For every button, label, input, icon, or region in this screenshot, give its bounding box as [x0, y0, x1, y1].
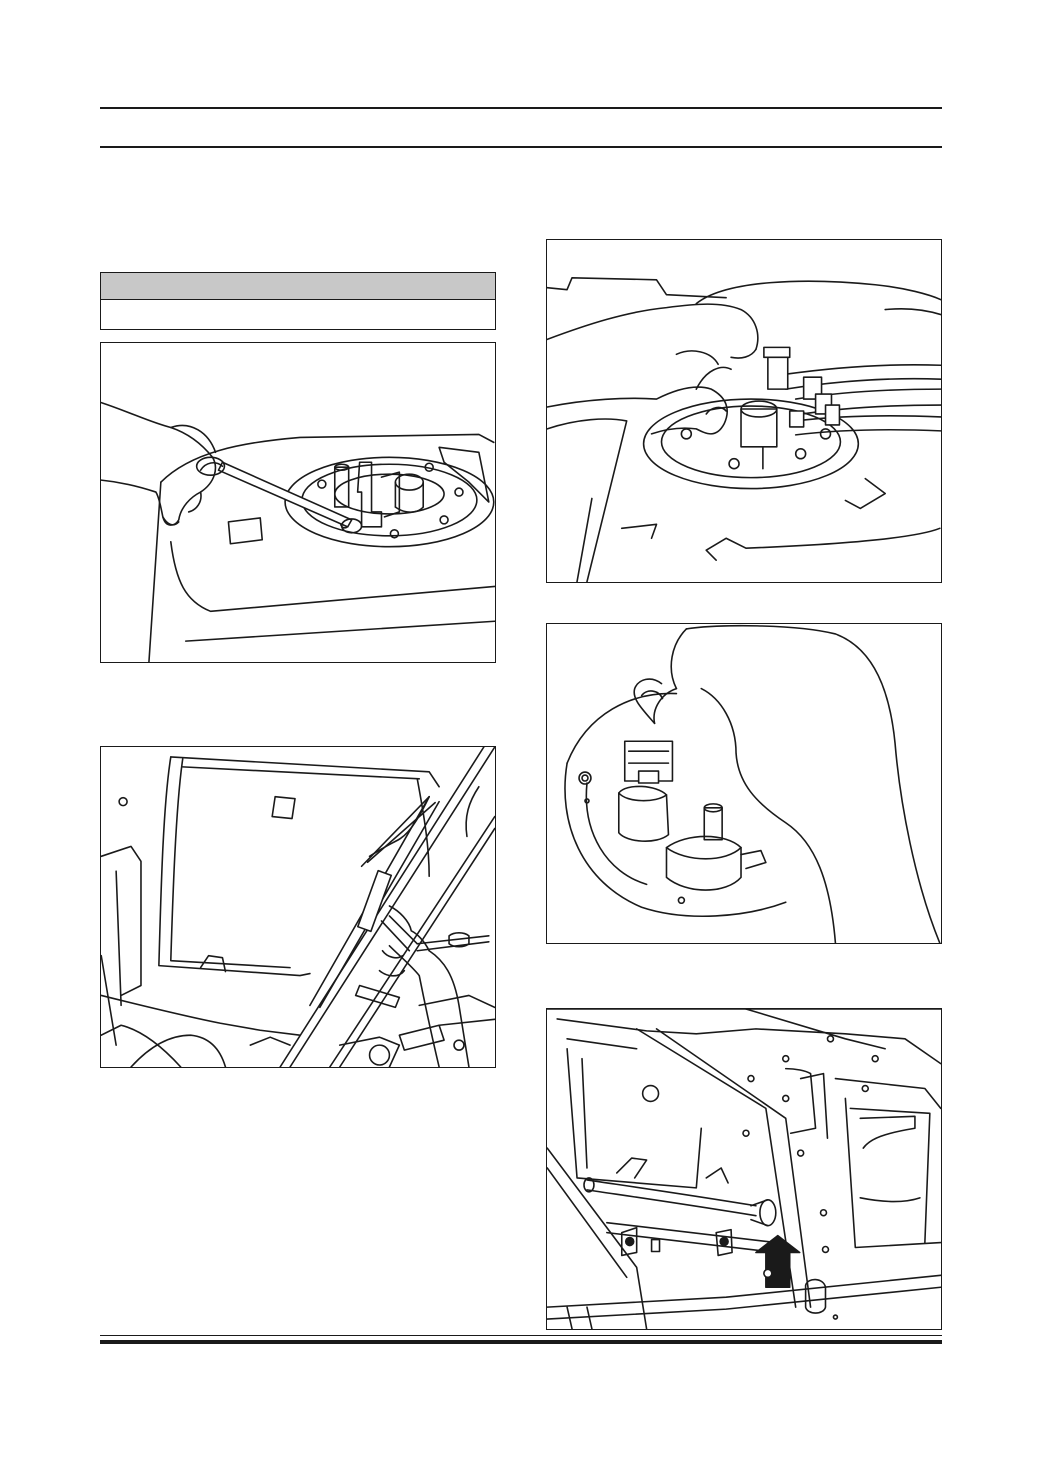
fig-pump-connector-unplug	[546, 623, 942, 944]
hand-unplugging-connector-illustration	[564, 624, 941, 943]
fig-fuel-pump-flange-wrench	[100, 342, 496, 663]
footer-rule-thick	[100, 1340, 942, 1344]
hands-disconnecting-hoses-illustration	[547, 276, 941, 582]
frame-tube-with-arrow-illustration	[547, 1009, 941, 1329]
fig-underside-screwdriver	[100, 746, 496, 1068]
fig-frame-tube-arrow	[546, 1008, 942, 1330]
footer-rule-thin	[100, 1335, 942, 1336]
underside-frame-screwdriver-illustration	[101, 747, 495, 1067]
header-rule-bottom	[100, 146, 942, 148]
header-rule-top	[100, 107, 942, 109]
fig-pump-hose-disconnect	[546, 239, 942, 583]
wrench-on-pump-flange-illustration	[101, 401, 495, 662]
note-box-body	[100, 299, 496, 330]
note-box-header	[100, 272, 496, 300]
